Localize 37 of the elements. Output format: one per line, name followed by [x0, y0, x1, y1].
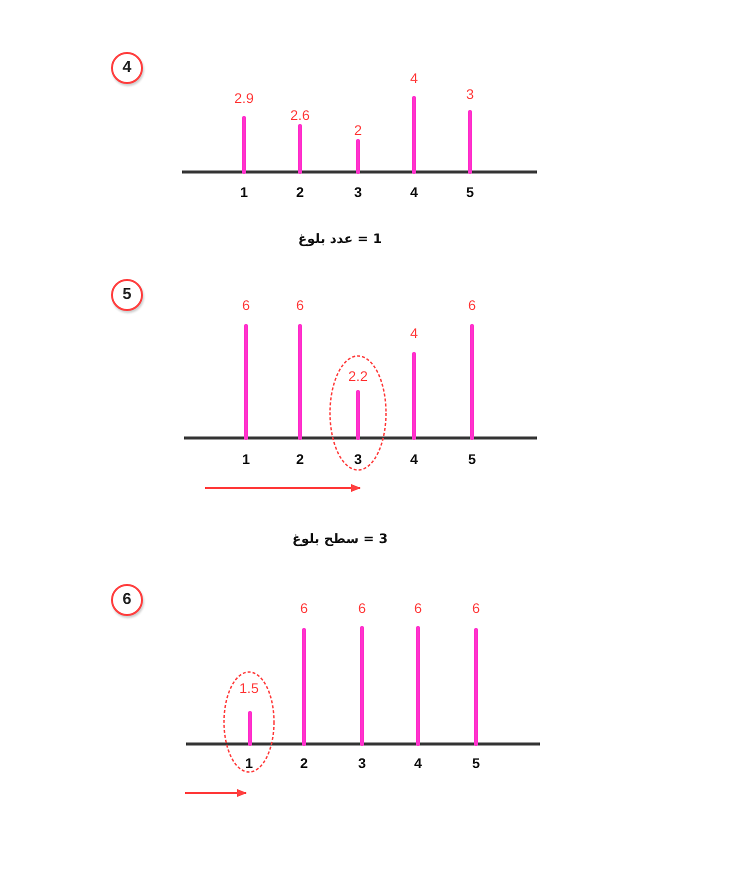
dashed-ellipse — [329, 355, 387, 471]
value-label: 4 — [410, 70, 418, 86]
value-label: 6 — [300, 600, 308, 616]
value-label: 6 — [468, 297, 476, 313]
number-badge: 4 — [111, 52, 143, 84]
value-label: 2.2 — [348, 368, 368, 384]
tick-label: 5 — [468, 451, 476, 467]
equation-text: 1 = عدد بلوغ — [298, 232, 382, 248]
equation-text: 3 = سطح بلوغ — [292, 532, 388, 548]
tick-label: 3 — [354, 451, 362, 467]
value-label: 6 — [358, 600, 366, 616]
tick-label: 5 — [466, 184, 474, 200]
tick-label: 5 — [472, 755, 480, 771]
tick-label: 4 — [414, 755, 422, 771]
tick-label: 2 — [296, 184, 304, 200]
tick-label: 1 — [240, 184, 248, 200]
tick-label: 3 — [358, 755, 366, 771]
value-label: 4 — [410, 325, 418, 341]
value-label: 2.9 — [234, 90, 254, 106]
value-label: 6 — [296, 297, 304, 313]
value-label: 6 — [472, 600, 480, 616]
dashed-ellipse — [223, 671, 275, 773]
value-label: 2.6 — [290, 107, 310, 123]
tick-label: 2 — [300, 755, 308, 771]
tick-label: 4 — [410, 451, 418, 467]
value-label: 2 — [354, 122, 362, 138]
number-badge: 6 — [111, 584, 143, 616]
value-label: 6 — [414, 600, 422, 616]
value-label: 1.5 — [239, 680, 259, 696]
value-label: 6 — [242, 297, 250, 313]
number-badge: 5 — [111, 279, 143, 311]
tick-label: 4 — [410, 184, 418, 200]
tick-label: 1 — [242, 451, 250, 467]
tick-label: 2 — [296, 451, 304, 467]
value-label: 3 — [466, 86, 474, 102]
tick-label: 3 — [354, 184, 362, 200]
tick-label: 1 — [245, 755, 253, 771]
